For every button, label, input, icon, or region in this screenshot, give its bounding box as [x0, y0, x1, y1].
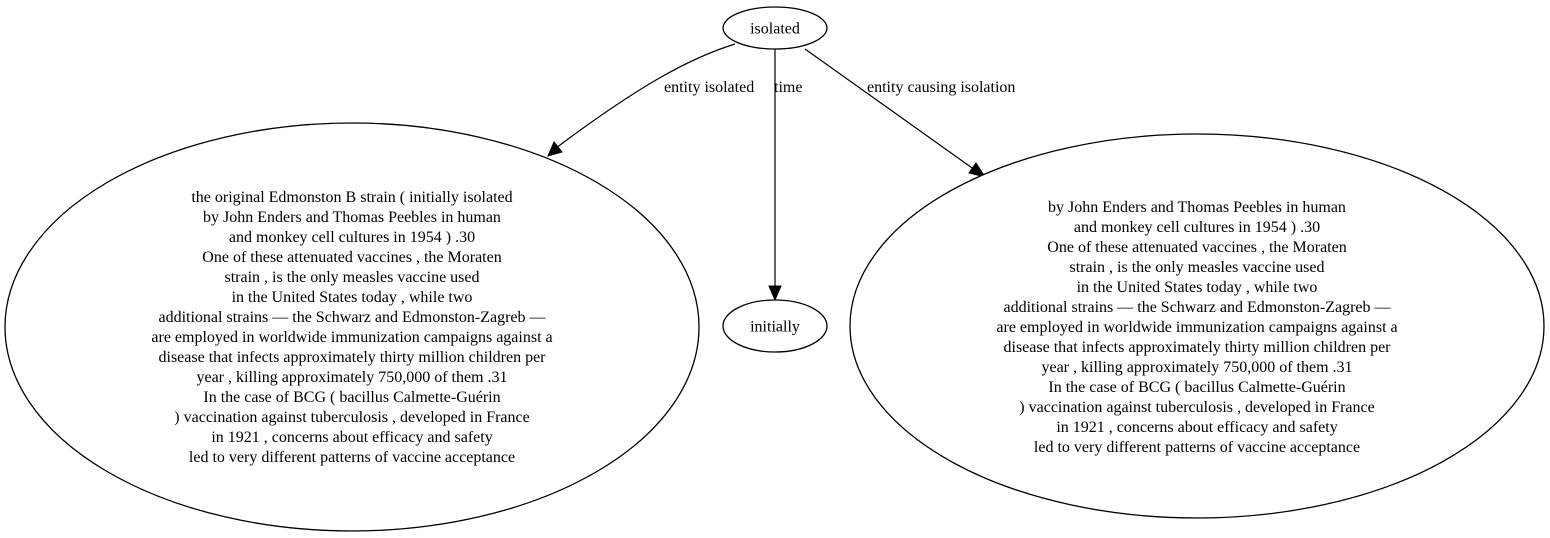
right_text-line-2: and monkey cell cultures in 1954 ) .30 [1074, 219, 1320, 236]
node-label-isolated: isolated [750, 21, 800, 38]
node-ellipse [722, 299, 828, 353]
left_text-line-1: the original Edmonston B strain ( initia… [191, 189, 512, 206]
right_text-line-7: are employed in worldwide immunization c… [996, 319, 1397, 336]
left_text-line-10: year , killing approximately 750,000 of … [196, 369, 507, 386]
node-text-block-left: the original Edmonston B strain ( initia… [151, 189, 552, 466]
left_text-line-4: One of these attenuated vaccines , the M… [202, 249, 501, 266]
node-ellipse [722, 6, 828, 50]
right_text-line-4: strain , is the only measles vaccine use… [1069, 259, 1324, 276]
right_text-line-3: One of these attenuated vaccines , the M… [1047, 239, 1346, 256]
edge-label-entity-causing-isolation: entity causing isolation [867, 79, 1015, 96]
arrowhead [547, 141, 563, 157]
left_text-line-14: led to very different patterns of vaccin… [189, 449, 515, 466]
arrowhead [768, 285, 782, 302]
left_text-line-7: additional strains — the Schwarz and Edm… [158, 309, 546, 326]
node-ellipse [4, 122, 700, 532]
node-isolated: isolated [722, 6, 828, 50]
edge-line [804, 48, 976, 171]
right_text-line-11: ) vaccination against tuberculosis , dev… [1019, 399, 1374, 416]
node-initially: initially [722, 299, 828, 353]
right_text-line-8: disease that infects approximately thirt… [1004, 339, 1392, 356]
left_text-line-5: strain , is the only measles vaccine use… [224, 269, 479, 286]
edge-label-entity-isolated: entity isolated [664, 79, 754, 96]
left_text-line-2: by John Enders and Thomas Peebles in hum… [203, 209, 501, 226]
edge-line [555, 43, 736, 149]
edge-label-time: time [774, 79, 802, 96]
left_text-line-9: disease that infects approximately thirt… [159, 349, 547, 366]
left_text-line-8: are employed in worldwide immunization c… [151, 329, 552, 346]
node-ellipse [849, 133, 1545, 519]
right_text-line-13: led to very different patterns of vaccin… [1034, 439, 1360, 456]
right_text-line-9: year , killing approximately 750,000 of … [1041, 359, 1352, 376]
node-left-text: the original Edmonston B strain ( initia… [4, 122, 700, 532]
edge-isolated-to-right: entity causing isolation [804, 48, 1015, 178]
node-label-initially: initially [750, 319, 800, 336]
edge-isolated-to-left: entity isolated [547, 43, 754, 157]
right_text-line-1: by John Enders and Thomas Peebles in hum… [1048, 199, 1346, 216]
node-right-text: by John Enders and Thomas Peebles in hum… [849, 133, 1545, 519]
left_text-line-11: In the case of BCG ( bacillus Calmette-G… [203, 389, 500, 406]
right_text-line-10: In the case of BCG ( bacillus Calmette-G… [1048, 379, 1345, 396]
right_text-line-5: in the United States today , while two [1077, 279, 1318, 296]
right_text-line-6: additional strains — the Schwarz and Edm… [1003, 299, 1391, 316]
arrowhead [968, 162, 987, 178]
left_text-line-13: in 1921 , concerns about efficacy and sa… [211, 429, 492, 446]
node-text-block-right: by John Enders and Thomas Peebles in hum… [996, 199, 1397, 456]
left_text-line-6: in the United States today , while two [232, 289, 473, 306]
left_text-line-3: and monkey cell cultures in 1954 ) .30 [229, 229, 475, 246]
right_text-line-12: in 1921 , concerns about efficacy and sa… [1056, 419, 1337, 436]
left_text-line-12: ) vaccination against tuberculosis , dev… [174, 409, 529, 426]
edge-isolated-to-initially: time [768, 49, 802, 302]
